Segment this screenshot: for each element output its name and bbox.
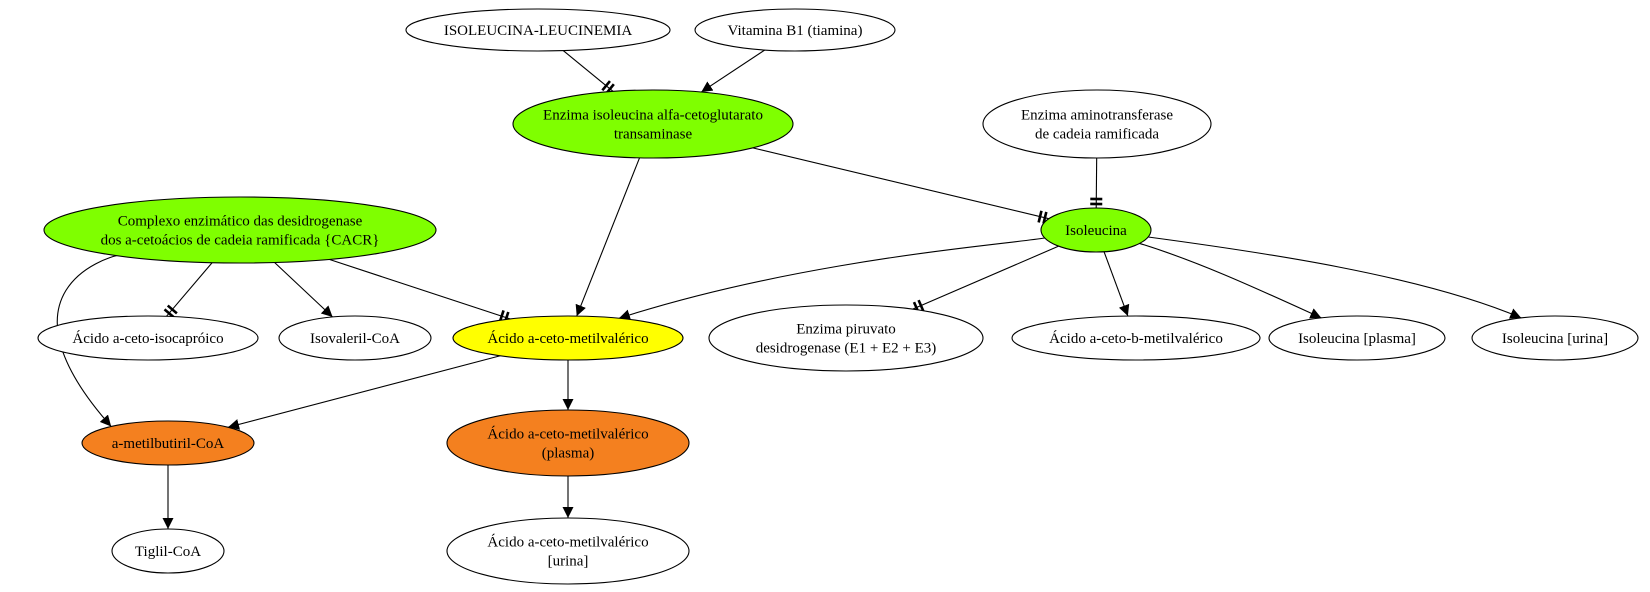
node-shape	[278, 315, 432, 361]
edge-line	[329, 258, 511, 320]
node-metilbutiril-coa[interactable]: a-metilbutiril-CoA	[81, 420, 255, 466]
edge-isoleucina-to-acido-metilvalerico	[618, 237, 1045, 321]
node-label: Ácido a-ceto-isocapróico	[72, 330, 223, 347]
node-label: Ácido a-ceto-b-metilvalérico	[1049, 330, 1223, 347]
node-shape	[37, 315, 259, 361]
edge-enzima-aminotransferase-to-isoleucina	[1090, 157, 1103, 209]
edge-line	[1139, 242, 1322, 319]
edge-line	[274, 262, 333, 318]
edge-acido-metilvalerico-to-metilbutiril-coa	[227, 355, 501, 430]
node-acido-b-metilvalerico[interactable]: Ácido a-ceto-b-metilvalérico	[1011, 315, 1261, 361]
node-shape	[111, 528, 225, 574]
node-shape	[405, 8, 671, 52]
node-shape	[81, 420, 255, 466]
edge-line	[618, 237, 1045, 321]
node-label: desidrogenase (E1 + E2 + E3)	[756, 341, 937, 357]
edge-enzima-transaminase-to-isoleucina	[752, 147, 1049, 224]
nodes-layer: ISOLEUCINA-LEUCINEMIA Vitamina B1 (tiamin…	[37, 8, 1639, 585]
node-label: Ácido a-ceto-metilvalérico	[487, 426, 648, 443]
node-label: Isoleucina [urina]	[1502, 331, 1608, 347]
node-shape	[446, 517, 690, 585]
node-label: (plasma)	[542, 446, 594, 462]
edge-line	[166, 262, 213, 317]
node-shape	[1011, 315, 1261, 361]
node-label: a-metilbutiril-CoA	[112, 436, 225, 452]
node-label: Isovaleril-CoA	[310, 331, 400, 347]
node-acido-metilvalerico[interactable]: Ácido a-ceto-metilvalérico	[452, 315, 684, 361]
node-shape	[512, 89, 794, 159]
edge-complexo-enzimatico-to-acido-metilvalerico	[329, 258, 511, 324]
inhibition-bar	[166, 304, 178, 315]
node-shape	[43, 196, 437, 264]
node-tiglil-coa[interactable]: Tiglil-CoA	[111, 528, 225, 574]
node-isoleucina-leucinemia[interactable]: ISOLEUCINA-LEUCINEMIA	[405, 8, 671, 52]
node-acido-metilvalerico-urina[interactable]: Ácido a-ceto-metilvalérico [urina]	[446, 517, 690, 585]
node-label: Enzima piruvato	[796, 322, 896, 338]
edge-enzima-transaminase-to-acido-metilvalerico	[575, 157, 641, 317]
node-label: Isoleucina	[1065, 223, 1127, 239]
node-shape	[452, 315, 684, 361]
inhibition-bar	[1037, 210, 1043, 223]
node-shape	[1471, 315, 1639, 361]
edge-isoleucina-to-isoleucina-plasma	[1139, 242, 1322, 319]
node-label: Ácido a-ceto-metilvalérico	[487, 534, 648, 551]
node-label: Ácido a-ceto-metilvalérico	[487, 330, 648, 347]
node-enzima-piruvato[interactable]: Enzima piruvato desidrogenase (E1 + E2 + …	[708, 304, 984, 372]
edge-line	[1103, 251, 1130, 317]
node-enzima-aminotransferase[interactable]: Enzima aminotransferase de cadeia ramific…	[982, 89, 1212, 159]
node-shape	[982, 89, 1212, 159]
node-complexo-enzimatico[interactable]: Complexo enzimático das desidrogenase dos…	[43, 196, 437, 264]
edge-isoleucina-leucinemia-to-enzima-transaminase	[562, 50, 615, 95]
inhibition-bar	[163, 308, 175, 319]
node-label: ISOLEUCINA-LEUCINEMIA	[444, 23, 632, 39]
edge-line	[562, 50, 614, 92]
node-acido-isocaproico[interactable]: Ácido a-ceto-isocapróico	[37, 315, 259, 361]
node-label: Complexo enzimático das desidrogenase	[118, 214, 363, 230]
edge-isoleucina-to-acido-b-metilvalerico	[1103, 251, 1130, 317]
edge-complexo-enzimatico-to-acido-isocaproico	[163, 262, 213, 319]
node-shape	[1268, 315, 1446, 361]
edge-vitamina-b1-to-enzima-transaminase	[700, 49, 766, 93]
node-shape	[694, 8, 896, 52]
inhibition-bar	[1042, 211, 1048, 224]
edge-complexo-enzimatico-to-metilbutiril-coa	[56, 255, 117, 427]
node-label: Enzima isoleucina alfa-cetoglutarato	[543, 108, 763, 124]
edge-line	[912, 245, 1059, 310]
edge-isoleucina-to-isoleucina-urina	[1148, 236, 1522, 319]
node-label: Enzima aminotransferase	[1021, 108, 1173, 124]
node-label: transaminase	[614, 127, 693, 143]
inhibition-bar	[601, 80, 611, 92]
edge-line	[56, 255, 117, 427]
inhibition-bar	[917, 299, 925, 312]
node-label: dos a-cetoácios de cadeia ramificada {CA…	[101, 233, 380, 249]
edge-line	[752, 147, 1049, 220]
node-acido-metilvalerico-plasma[interactable]: Ácido a-ceto-metilvalérico (plasma)	[446, 409, 690, 477]
edge-line	[227, 355, 501, 430]
node-isoleucina[interactable]: Isoleucina	[1040, 207, 1152, 253]
node-label: Tiglil-CoA	[135, 544, 201, 560]
node-label: Isoleucina [plasma]	[1298, 331, 1416, 347]
node-shape	[1040, 207, 1152, 253]
edge-isoleucina-to-enzima-piruvato	[912, 245, 1059, 314]
node-shape	[708, 304, 984, 372]
edge-complexo-enzimatico-to-isovaleril-coa	[274, 262, 333, 318]
edges-layer	[56, 49, 1522, 529]
node-isoleucina-plasma[interactable]: Isoleucina [plasma]	[1268, 315, 1446, 361]
node-shape	[446, 409, 690, 477]
edge-line	[575, 157, 641, 317]
edge-line	[1148, 236, 1522, 319]
node-label: [urina]	[548, 554, 589, 570]
node-vitamina-b1[interactable]: Vitamina B1 (tiamina)	[694, 8, 896, 52]
node-isoleucina-urina[interactable]: Isoleucina [urina]	[1471, 315, 1639, 361]
edge-line	[700, 49, 766, 93]
node-label: de cadeia ramificada	[1035, 127, 1159, 143]
node-label: Vitamina B1 (tiamina)	[728, 23, 863, 39]
node-isovaleril-coa[interactable]: Isovaleril-CoA	[278, 315, 432, 361]
node-enzima-transaminase[interactable]: Enzima isoleucina alfa-cetoglutarato tran…	[512, 89, 794, 159]
